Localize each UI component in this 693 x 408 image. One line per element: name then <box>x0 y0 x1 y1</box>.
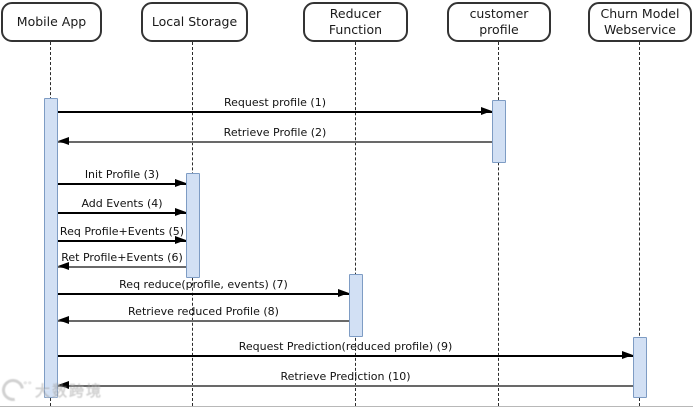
message-label: Retrieve Profile (2) <box>223 126 327 139</box>
activation-reducer-function <box>349 274 363 337</box>
message-line <box>58 141 492 143</box>
watermark-logo-icon <box>0 374 29 406</box>
message-line <box>58 212 186 214</box>
message-line <box>58 293 349 295</box>
message-label: Request Prediction(reduced profile) (9) <box>238 340 453 353</box>
actor-reducer-function: Reducer Function <box>303 2 408 42</box>
message-label: Init Profile (3) <box>84 168 160 181</box>
arrowhead-left-icon <box>58 381 69 389</box>
actor-customer-profile: customer profile <box>447 2 551 42</box>
message-line <box>58 183 186 185</box>
arrowhead-right-icon <box>175 236 186 244</box>
message-line <box>58 111 492 113</box>
message-label: Retrieve reduced Profile (8) <box>128 305 279 318</box>
actor-label: Reducer Function <box>328 6 383 37</box>
watermark-logo-icon: °° <box>23 381 32 391</box>
activation-churn-model-webservice <box>633 337 647 398</box>
watermark-text: 大数跨境 <box>35 381 104 400</box>
actor-label: Churn Model Webservice <box>600 6 680 37</box>
message-label: Add Events (4) <box>81 197 163 210</box>
arrowhead-right-icon <box>175 179 186 187</box>
actor-label: customer profile <box>469 6 529 37</box>
activation-customer-profile <box>492 100 506 163</box>
lifeline-customer-profile <box>498 42 499 406</box>
message-label: Request profile (1) <box>223 96 326 109</box>
actor-churn-model-webservice: Churn Model Webservice <box>588 2 692 42</box>
arrowhead-right-icon <box>175 208 186 216</box>
actor-mobile-app: Mobile App <box>1 2 102 42</box>
message-line <box>58 240 186 242</box>
arrowhead-right-icon <box>481 107 492 115</box>
message-line <box>58 320 349 322</box>
actor-local-storage: Local Storage <box>141 2 248 42</box>
arrowhead-left-icon <box>58 137 69 145</box>
bottom-edge-line <box>0 406 693 407</box>
lifeline-reducer-function <box>355 42 356 406</box>
message-label: Ret Profile+Events (6) <box>61 251 183 264</box>
actor-label: Mobile App <box>16 14 87 30</box>
arrowhead-left-icon <box>58 316 69 324</box>
message-line <box>58 385 633 387</box>
actor-label: Local Storage <box>151 14 238 30</box>
arrowhead-right-icon <box>338 289 349 297</box>
arrowhead-left-icon <box>58 262 69 270</box>
message-label: Req reduce(profile, events) (7) <box>119 278 288 291</box>
message-label: Req Profile+Events (5) <box>59 225 185 238</box>
arrowhead-right-icon <box>622 351 633 359</box>
message-label: Retrieve Prediction (10) <box>280 370 411 383</box>
watermark: °° 大数跨境 <box>0 374 104 406</box>
message-line <box>58 266 186 268</box>
activation-mobile-app <box>44 98 58 398</box>
message-line <box>58 355 633 357</box>
lifeline-churn-model-webservice <box>639 42 640 406</box>
activation-local-storage <box>186 173 200 278</box>
